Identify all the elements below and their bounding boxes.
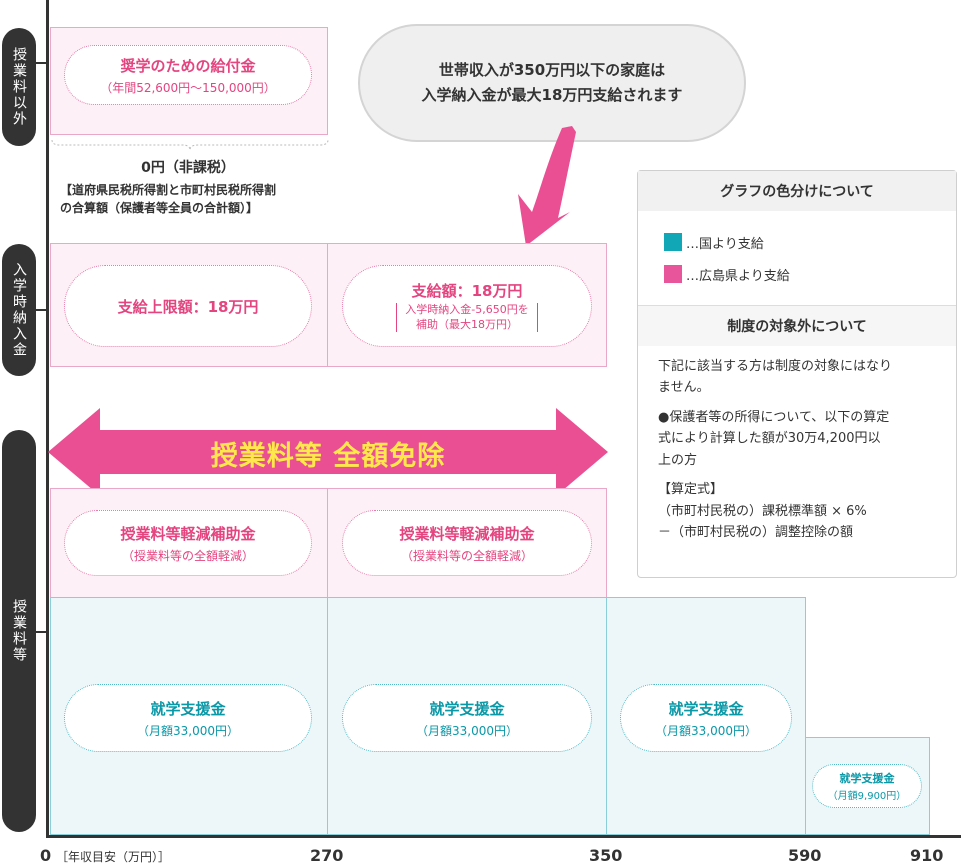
x-axis-unit: ［年収目安（万円）］ [56,850,171,864]
admission-limit-title: 支給上限額：18万円 [117,297,259,316]
info-bubble: 世帯収入が350万円以下の家庭は 入学納入金が最大18万円支給されます [358,24,746,142]
y-axis [46,0,49,838]
subsidy-pill-right: 授業料等軽減補助金 （授業料等の全額軽減） [342,510,592,576]
legend-text3a: 【算定式】 [658,482,724,498]
support-title-2: 就学支援金 [429,699,505,718]
scholarship-title: 奨学のための給付金 [120,56,256,75]
bubble-line2: 入学納入金が最大18万円支給されます [421,86,683,104]
scholarship-brace [51,139,329,151]
support-title-4: 就学支援金 [839,772,895,785]
support-sub-1: （月額33,000円） [137,723,239,738]
legend-panel: グラフの色分けについて …国より支給 …広島県より支給 制度の対象外について 下… [637,170,957,578]
x-tick-910: 910 [910,846,944,865]
admission-amount-pill: 支給額：18万円 入学時納入金-5,650円を 補助（最大18万円） [342,265,592,347]
scholarship-note-line1: 【道府県民税所得割と市町村民税所得割 [60,183,277,197]
legend-text1b: ません。 [658,380,710,396]
x-tick-270: 270 [310,846,344,865]
x-tick-350: 350 [589,846,623,865]
legend-swatch-prefecture [664,265,682,283]
support-sub-4: （月額9,900円） [827,791,907,802]
admission-amount-title: 支給額：18万円 [411,281,523,300]
x-axis [46,835,961,838]
subsidy-sub-left: （授業料等の全額軽減） [121,548,254,563]
subsidy-title-right: 授業料等軽減補助金 [399,524,535,543]
scholarship-zero-label: 0円（非課税） [141,160,235,176]
support-title-3: 就学支援金 [668,699,744,718]
support-sub-2: （月額33,000円） [416,723,518,738]
y-tick [36,631,46,633]
admission-amount-note: 入学時納入金-5,650円を 補助（最大18万円） [396,302,538,333]
support-pill-1: 就学支援金 （月額33,000円） [64,684,312,752]
legend-row-national: …国より支給 [664,229,956,255]
subsidy-pill-left: 授業料等軽減補助金 （授業料等の全額軽減） [64,510,312,576]
legend-exclusion-criteria: ●保護者等の所得について、以下の算定 式により計算した額が30万4,200円以 … [638,407,956,471]
support-sub-3: （月額33,000円） [655,723,757,738]
bubble-arrow [518,126,576,246]
admission-note-line1: 入学時納入金-5,650円を [405,302,529,316]
legend-text3b: （市町村民税の）課税標準額 × 6% [658,503,867,519]
ylabel-fees-other: 授業料以外 [2,28,36,146]
legend-exclusion-intro: 下記に該当する方は制度の対象にはなり ません。 [638,356,956,399]
ylabel-tuition: 授業料等 [2,430,36,832]
legend-formula: 【算定式】 （市町村民税の）課税標準額 × 6% －（市町村民税の）調整控除の額 [638,479,956,543]
legend-row-prefecture: …広島県より支給 [664,261,956,287]
exemption-label: 授業料等 全額免除 [210,440,446,472]
y-tick [36,309,46,311]
legend-swatch-national [664,233,682,251]
support-title-1: 就学支援金 [150,699,226,718]
legend-label-prefecture: …広島県より支給 [686,268,790,284]
admission-limit-pill: 支給上限額：18万円 [64,265,312,347]
support-pill-3: 就学支援金 （月額33,000円） [620,684,792,752]
legend-head-exclusion: 制度の対象外について [638,306,956,346]
subsidy-sub-right: （授業料等の全額軽減） [400,548,533,563]
legend-text2c: 上の方 [658,452,698,468]
admission-note-line2: 補助（最大18万円） [416,317,518,331]
scholarship-pill: 奨学のための給付金 （年間52,600円～150,000円） [64,45,312,105]
legend-label-national: …国より支給 [686,236,764,252]
scholarship-note: 【道府県民税所得割と市町村民税所得割 の合算額（保護者等全員の合計額）】 [60,181,276,217]
legend-text1a: 下記に該当する方は制度の対象にはなり [658,359,893,374]
legend-text3c: －（市町村民税の）調整控除の額 [658,525,854,541]
legend-head-colors: グラフの色分けについて [638,171,956,211]
scholarship-sub: （年間52,600円～150,000円） [100,80,276,95]
x-tick-590: 590 [788,846,822,865]
bubble-line1: 世帯収入が350万円以下の家庭は [438,60,666,79]
x-tick-zero: 0 [40,846,52,865]
ylabel-admission: 入学時納入金 [2,244,36,376]
support-pill-2: 就学支援金 （月額33,000円） [342,684,592,752]
legend-text2a: ●保護者等の所得について、以下の算定 [658,409,890,425]
support-pill-4: 就学支援金 （月額9,900円） [812,764,922,808]
legend-text2b: 式により計算した額が30万4,200円以 [658,431,881,447]
subsidy-title-left: 授業料等軽減補助金 [120,524,256,543]
scholarship-note-line2: の合算額（保護者等全員の合計額）】 [60,201,259,215]
exemption-arrow [48,408,608,496]
y-tick [36,62,46,64]
